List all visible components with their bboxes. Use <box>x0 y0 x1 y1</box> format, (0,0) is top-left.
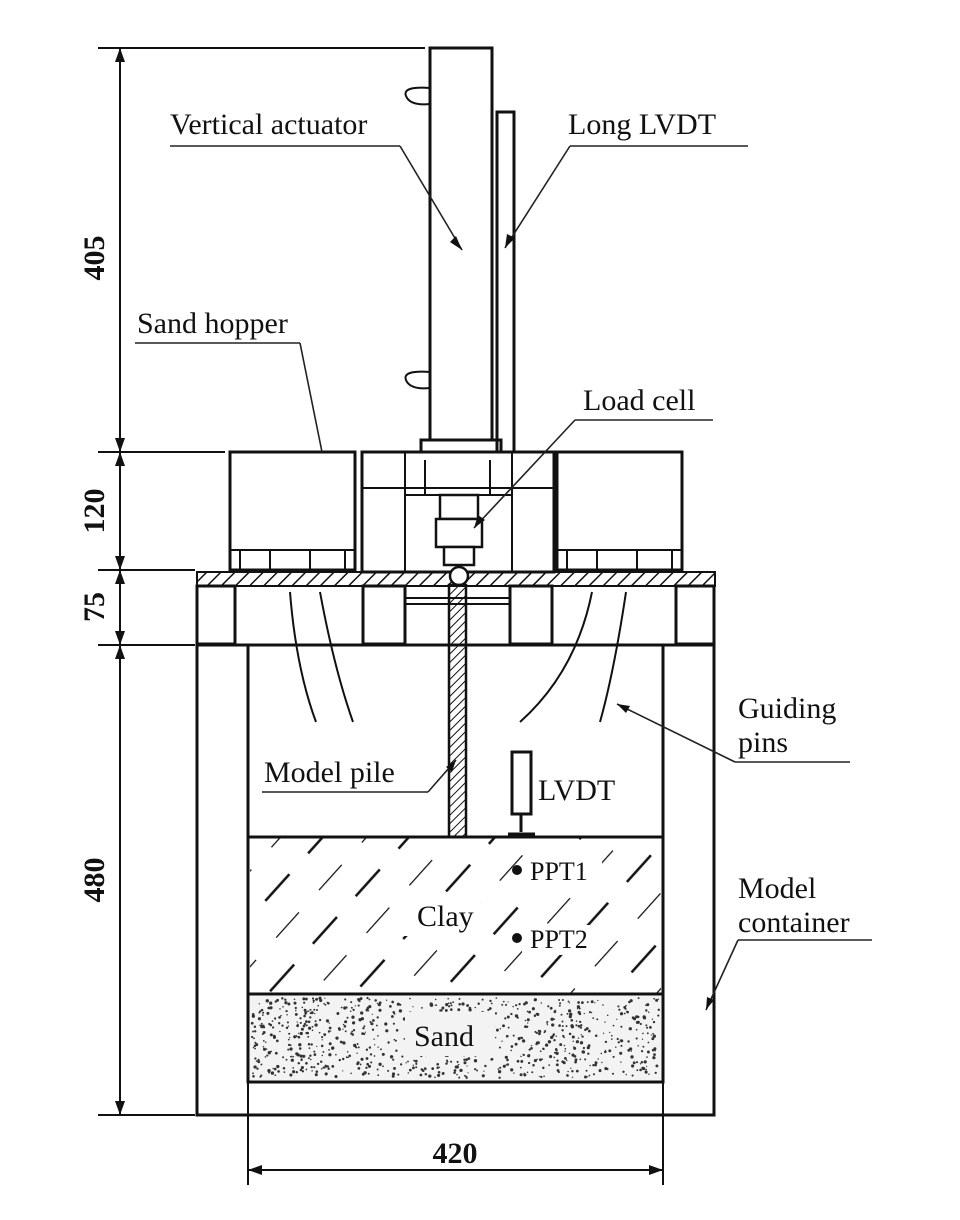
guiding-pins <box>289 591 627 723</box>
dimension-lines <box>98 47 425 1116</box>
clay-label: Clay <box>417 900 474 933</box>
ppt1-label: PPT1 <box>530 857 588 886</box>
lvdt-label: LVDT <box>538 774 615 807</box>
guiding-pins-label-line2: pins <box>738 726 788 759</box>
dimension-120: 120 <box>78 489 111 534</box>
ppt2-label: PPT2 <box>530 925 588 954</box>
dimension-420: 420 <box>433 1137 478 1170</box>
dimension-75: 75 <box>78 592 111 622</box>
sand-hopper-label: Sand hopper <box>137 307 288 340</box>
dimension-bottom <box>247 1082 664 1185</box>
vertical-actuator <box>404 46 503 454</box>
model-container-label-line1: Model <box>738 872 816 905</box>
dimension-480: 480 <box>78 858 111 903</box>
clay-layer <box>248 835 663 996</box>
model-container-label-line2: container <box>738 906 850 939</box>
model-pile <box>447 583 468 839</box>
dimension-405: 405 <box>78 236 111 281</box>
sand-hopper-left <box>228 450 357 572</box>
sand-label: Sand <box>414 1020 474 1053</box>
vertical-actuator-label: Vertical actuator <box>170 108 367 141</box>
ppt2-sensor <box>512 933 522 943</box>
guiding-pins-label-line1: Guiding <box>738 692 836 725</box>
lvdt-sensor <box>508 750 535 836</box>
long-lvdt-label: Long LVDT <box>568 108 716 141</box>
ppt1-sensor <box>512 865 522 875</box>
load-cell-label: Load cell <box>583 384 695 417</box>
leader-lines <box>135 145 872 1011</box>
long-lvdt-rod <box>495 110 516 454</box>
sand-hopper-right <box>555 450 684 572</box>
model-pile-label: Model pile <box>264 756 395 789</box>
load-cell <box>434 493 484 587</box>
